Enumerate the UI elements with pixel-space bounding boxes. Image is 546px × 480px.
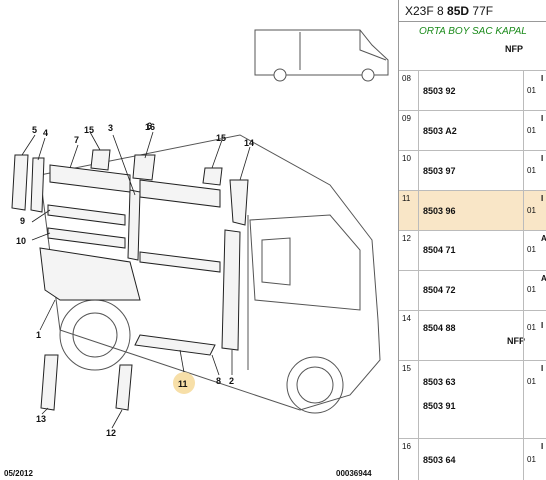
- part-marker: A: [541, 234, 546, 243]
- part-marker: I: [541, 321, 544, 330]
- part-reference[interactable]: 8503 64: [423, 455, 456, 465]
- callout-12: 12: [106, 428, 116, 438]
- footer-date: 05/2012: [4, 469, 33, 478]
- row-index: 16: [399, 439, 419, 480]
- callout-16: 16: [145, 122, 155, 132]
- row-index: [399, 271, 419, 310]
- part-marker: I: [541, 74, 544, 83]
- row-index: 14: [399, 311, 419, 360]
- part-marker: A: [541, 274, 546, 283]
- part-reference[interactable]: 8503 96: [423, 206, 456, 216]
- section-title: ORTA BOY SAC KAPAL: [419, 26, 527, 37]
- callout-14: 14: [244, 138, 254, 148]
- part-row-09[interactable]: 09 8503 A2 01 I: [399, 110, 546, 150]
- callout-11: 11: [178, 379, 188, 389]
- callout-1: 1: [36, 330, 41, 340]
- part-reference[interactable]: 8504 72: [423, 285, 456, 295]
- part-quantity: 01: [527, 245, 536, 254]
- part-marker: I: [541, 114, 544, 123]
- code-bold: 85D: [447, 4, 470, 18]
- row-index: 15: [399, 361, 419, 438]
- parts-list-panel: X23F 8 85D 77F ORTA BOY SAC KAPAL NFP 08…: [398, 0, 546, 480]
- part-quantity: 01: [527, 455, 536, 464]
- part-reference[interactable]: 8504 88: [423, 323, 456, 333]
- footer-doc-number: 00036944: [336, 469, 372, 478]
- callout-labels: 1 2 3 4 5 6 7 8 9 10 11 12 13 14 15 15 1…: [16, 121, 254, 438]
- callout-15a: 15: [84, 125, 94, 135]
- part-row-16[interactable]: 16 8503 64 01 I: [399, 438, 546, 480]
- part-row-12[interactable]: 12 8504 71 01 A: [399, 230, 546, 270]
- part-row-08[interactable]: 08 8503 92 01 I: [399, 70, 546, 110]
- callout-13: 13: [36, 414, 46, 424]
- row-index: 11: [399, 191, 419, 230]
- leader-lines: [21, 131, 251, 429]
- part-reference[interactable]: 8503 A2: [423, 126, 457, 136]
- van-exploded-view: 1 2 3 4 5 6 7 8 9 10 11 12 13 14 15 15 1…: [11, 29, 389, 438]
- callout-7: 7: [74, 135, 79, 145]
- callout-10: 10: [16, 236, 26, 246]
- callout-9: 9: [20, 216, 25, 226]
- panel-parts: [11, 149, 249, 411]
- callout-15b: 15: [216, 133, 226, 143]
- part-quantity: 01: [527, 86, 536, 95]
- row-index: 08: [399, 71, 419, 110]
- part-marker: I: [541, 194, 544, 203]
- van-thumbnail: [254, 29, 389, 82]
- part-marker: I: [541, 442, 544, 451]
- code-suffix: 77F: [472, 4, 494, 18]
- callout-3: 3: [108, 123, 113, 133]
- callout-6: 6: [147, 121, 152, 131]
- nfp-label: NFP: [505, 44, 523, 54]
- part-row-11-selected[interactable]: 11 8503 96 01 I: [399, 190, 546, 230]
- part-row-13[interactable]: 8504 72 01 A: [399, 270, 546, 310]
- callout-2: 2: [229, 376, 234, 386]
- parts-diagram: 1 2 3 4 5 6 7 8 9 10 11 12 13 14 15 15 1…: [4, 29, 389, 478]
- nfp-flag: NFP: [507, 336, 525, 346]
- part-reference[interactable]: 8503 63: [423, 377, 456, 387]
- code-prefix: X23F 8: [405, 4, 444, 18]
- row-index: 09: [399, 111, 419, 150]
- part-reference[interactable]: 8503 92: [423, 86, 456, 96]
- row-index: 10: [399, 151, 419, 190]
- part-reference[interactable]: 8504 71: [423, 245, 456, 255]
- catalog-code-header: X23F 8 85D 77F: [399, 0, 546, 22]
- part-quantity: 01: [527, 166, 536, 175]
- part-quantity: 01: [527, 323, 536, 332]
- part-quantity: 01: [527, 126, 536, 135]
- part-quantity: 01: [527, 377, 536, 386]
- part-row-14[interactable]: 14 8504 88 NFP 01 I: [399, 310, 546, 360]
- part-quantity: 01: [527, 285, 536, 294]
- part-quantity: 01: [527, 206, 536, 215]
- callout-8: 8: [216, 376, 221, 386]
- part-reference[interactable]: 8503 97: [423, 166, 456, 176]
- row-index: 12: [399, 231, 419, 270]
- callout-5: 5: [32, 125, 37, 135]
- callout-4: 4: [43, 128, 48, 138]
- part-marker: I: [541, 154, 544, 163]
- van-body: [39, 134, 381, 414]
- part-row-10[interactable]: 10 8503 97 01 I: [399, 150, 546, 190]
- part-reference-alt[interactable]: 8503 91: [423, 401, 456, 411]
- part-marker: I: [541, 364, 544, 373]
- part-row-15[interactable]: 15 8503 63 8503 91 01 I: [399, 360, 546, 438]
- selected-part-highlight: [173, 372, 195, 394]
